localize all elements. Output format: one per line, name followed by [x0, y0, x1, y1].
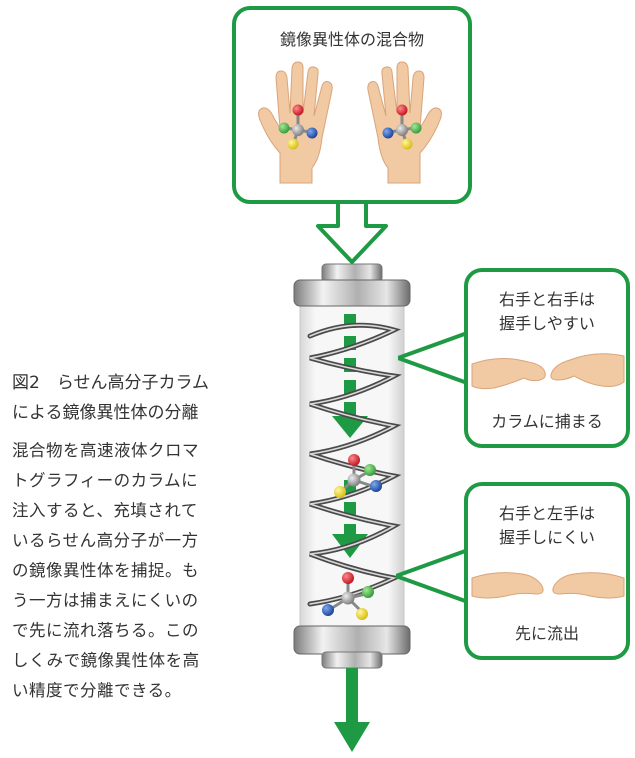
helix-polymer-icon: [307, 322, 403, 607]
callout-upper-line-2: 握手しやすい: [499, 314, 595, 333]
outflow-arrow-icon: [334, 668, 370, 752]
caption-body-line: う一方は捕まえにくいの: [12, 591, 199, 610]
callout-lower-box: [464, 482, 630, 660]
callout-upper-line-1: 右手と右手は: [498, 290, 595, 309]
injection-arrow-icon: [316, 200, 388, 264]
molecule-left-icon: [278, 104, 318, 150]
enantiomer-hands-illustration: [258, 61, 442, 184]
handshake-opposite-hands-icon: [471, 572, 625, 599]
caption-body-line: い精度で分離できる。: [12, 681, 182, 700]
left-hand-icon: [258, 61, 333, 184]
chromatography-column: [293, 263, 411, 669]
caption-body-line: で先に流れ落ちる。この: [12, 621, 199, 640]
eluting-molecule-icon: [322, 572, 374, 620]
caption-body-line: の鏡像異性体を捕捉。も: [12, 561, 199, 580]
handshake-same-hands-icon: [471, 353, 625, 390]
molecule-right-icon: [382, 104, 422, 150]
callout-lower-line-1: 右手と左手は: [498, 504, 595, 523]
caption-body-line: 注入すると、充填されて: [12, 501, 198, 520]
caption-body-line: 混合物を高速液体クロマ: [12, 441, 199, 460]
caption-title-line: 図2 らせん高分子カラム: [12, 373, 209, 393]
callout-lower-result: 先に流出: [514, 624, 579, 643]
caption-body-line: トグラフィーのカラムに: [12, 471, 199, 490]
caption-body-line: いるらせん高分子が一方: [12, 531, 199, 550]
caption-body-line: しくみで鏡像異性体を高: [12, 651, 200, 670]
right-hand-icon: [367, 61, 442, 184]
caption-title-line: による鏡像異性体の分離: [12, 403, 199, 423]
figure-caption-title: 図2 らせん高分子カラム による鏡像異性体の分離: [12, 368, 209, 428]
callout-lower-line-2: 握手しにくい: [499, 528, 595, 547]
mixture-box: [232, 6, 472, 204]
mixture-title: 鏡像異性体の混合物: [279, 30, 424, 49]
captured-molecule-icon: [334, 454, 382, 498]
figure-caption-body: 混合物を高速液体クロマ トグラフィーのカラムに 注入すると、充填されて いるらせ…: [12, 436, 257, 706]
callout-upper-result: カラムに捕まる: [491, 412, 603, 431]
